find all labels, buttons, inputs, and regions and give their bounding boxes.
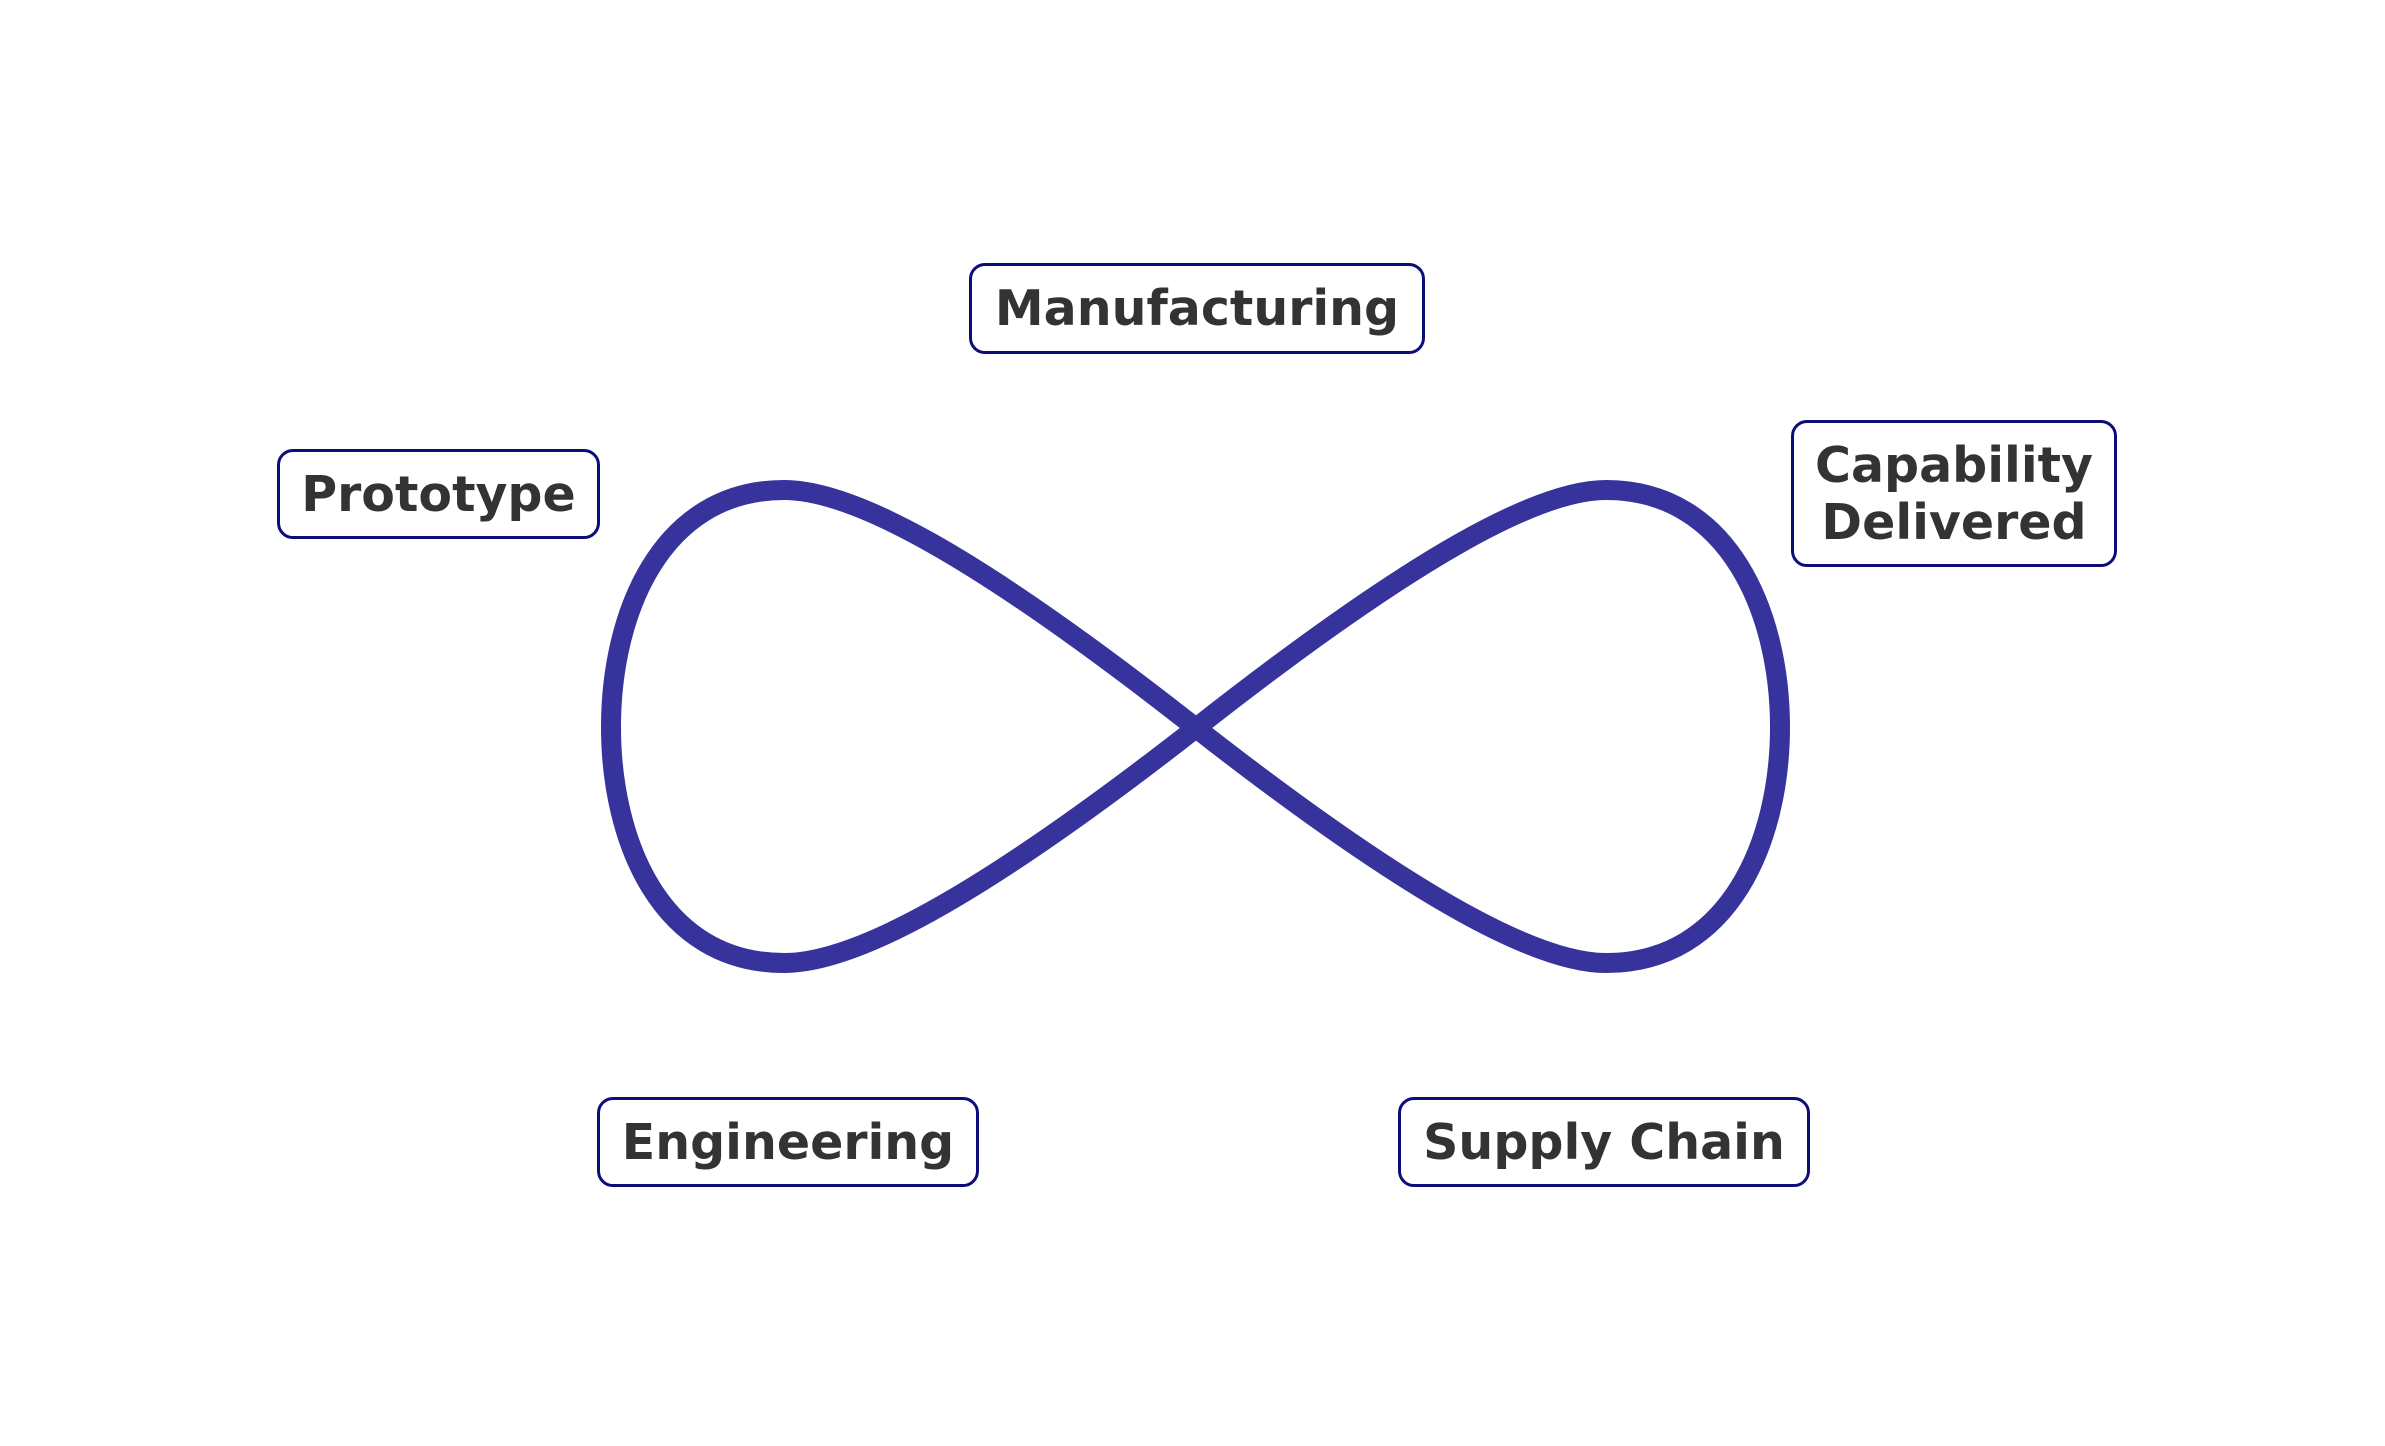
stage-engineering: Engineering: [597, 1097, 979, 1187]
stage-supply-chain: Supply Chain: [1398, 1097, 1810, 1187]
stage-capability-delivered: Capability Delivered: [1791, 420, 2117, 567]
stage-manufacturing: Manufacturing: [969, 263, 1425, 354]
stage-prototype: Prototype: [277, 449, 600, 539]
infinity-loop-path: [601, 480, 1790, 973]
